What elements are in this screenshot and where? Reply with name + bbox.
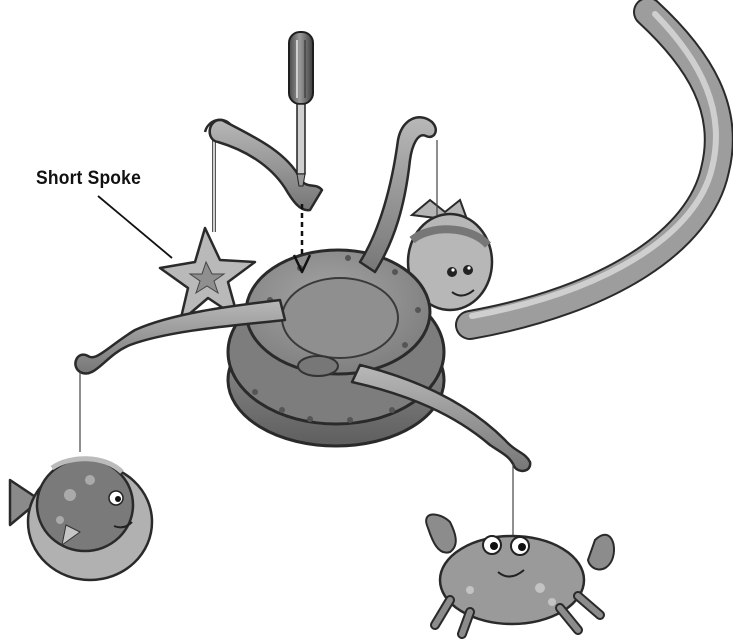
- starfish-toy: [160, 138, 255, 322]
- screwdriver-icon: [289, 32, 313, 186]
- fish-toy: [10, 372, 152, 580]
- crab-toy: [426, 464, 614, 634]
- short-spoke-label: Short Spoke: [36, 168, 141, 190]
- mobile-hub: [228, 250, 444, 446]
- support-arm: [470, 12, 719, 325]
- callout-leader-line: [98, 196, 172, 258]
